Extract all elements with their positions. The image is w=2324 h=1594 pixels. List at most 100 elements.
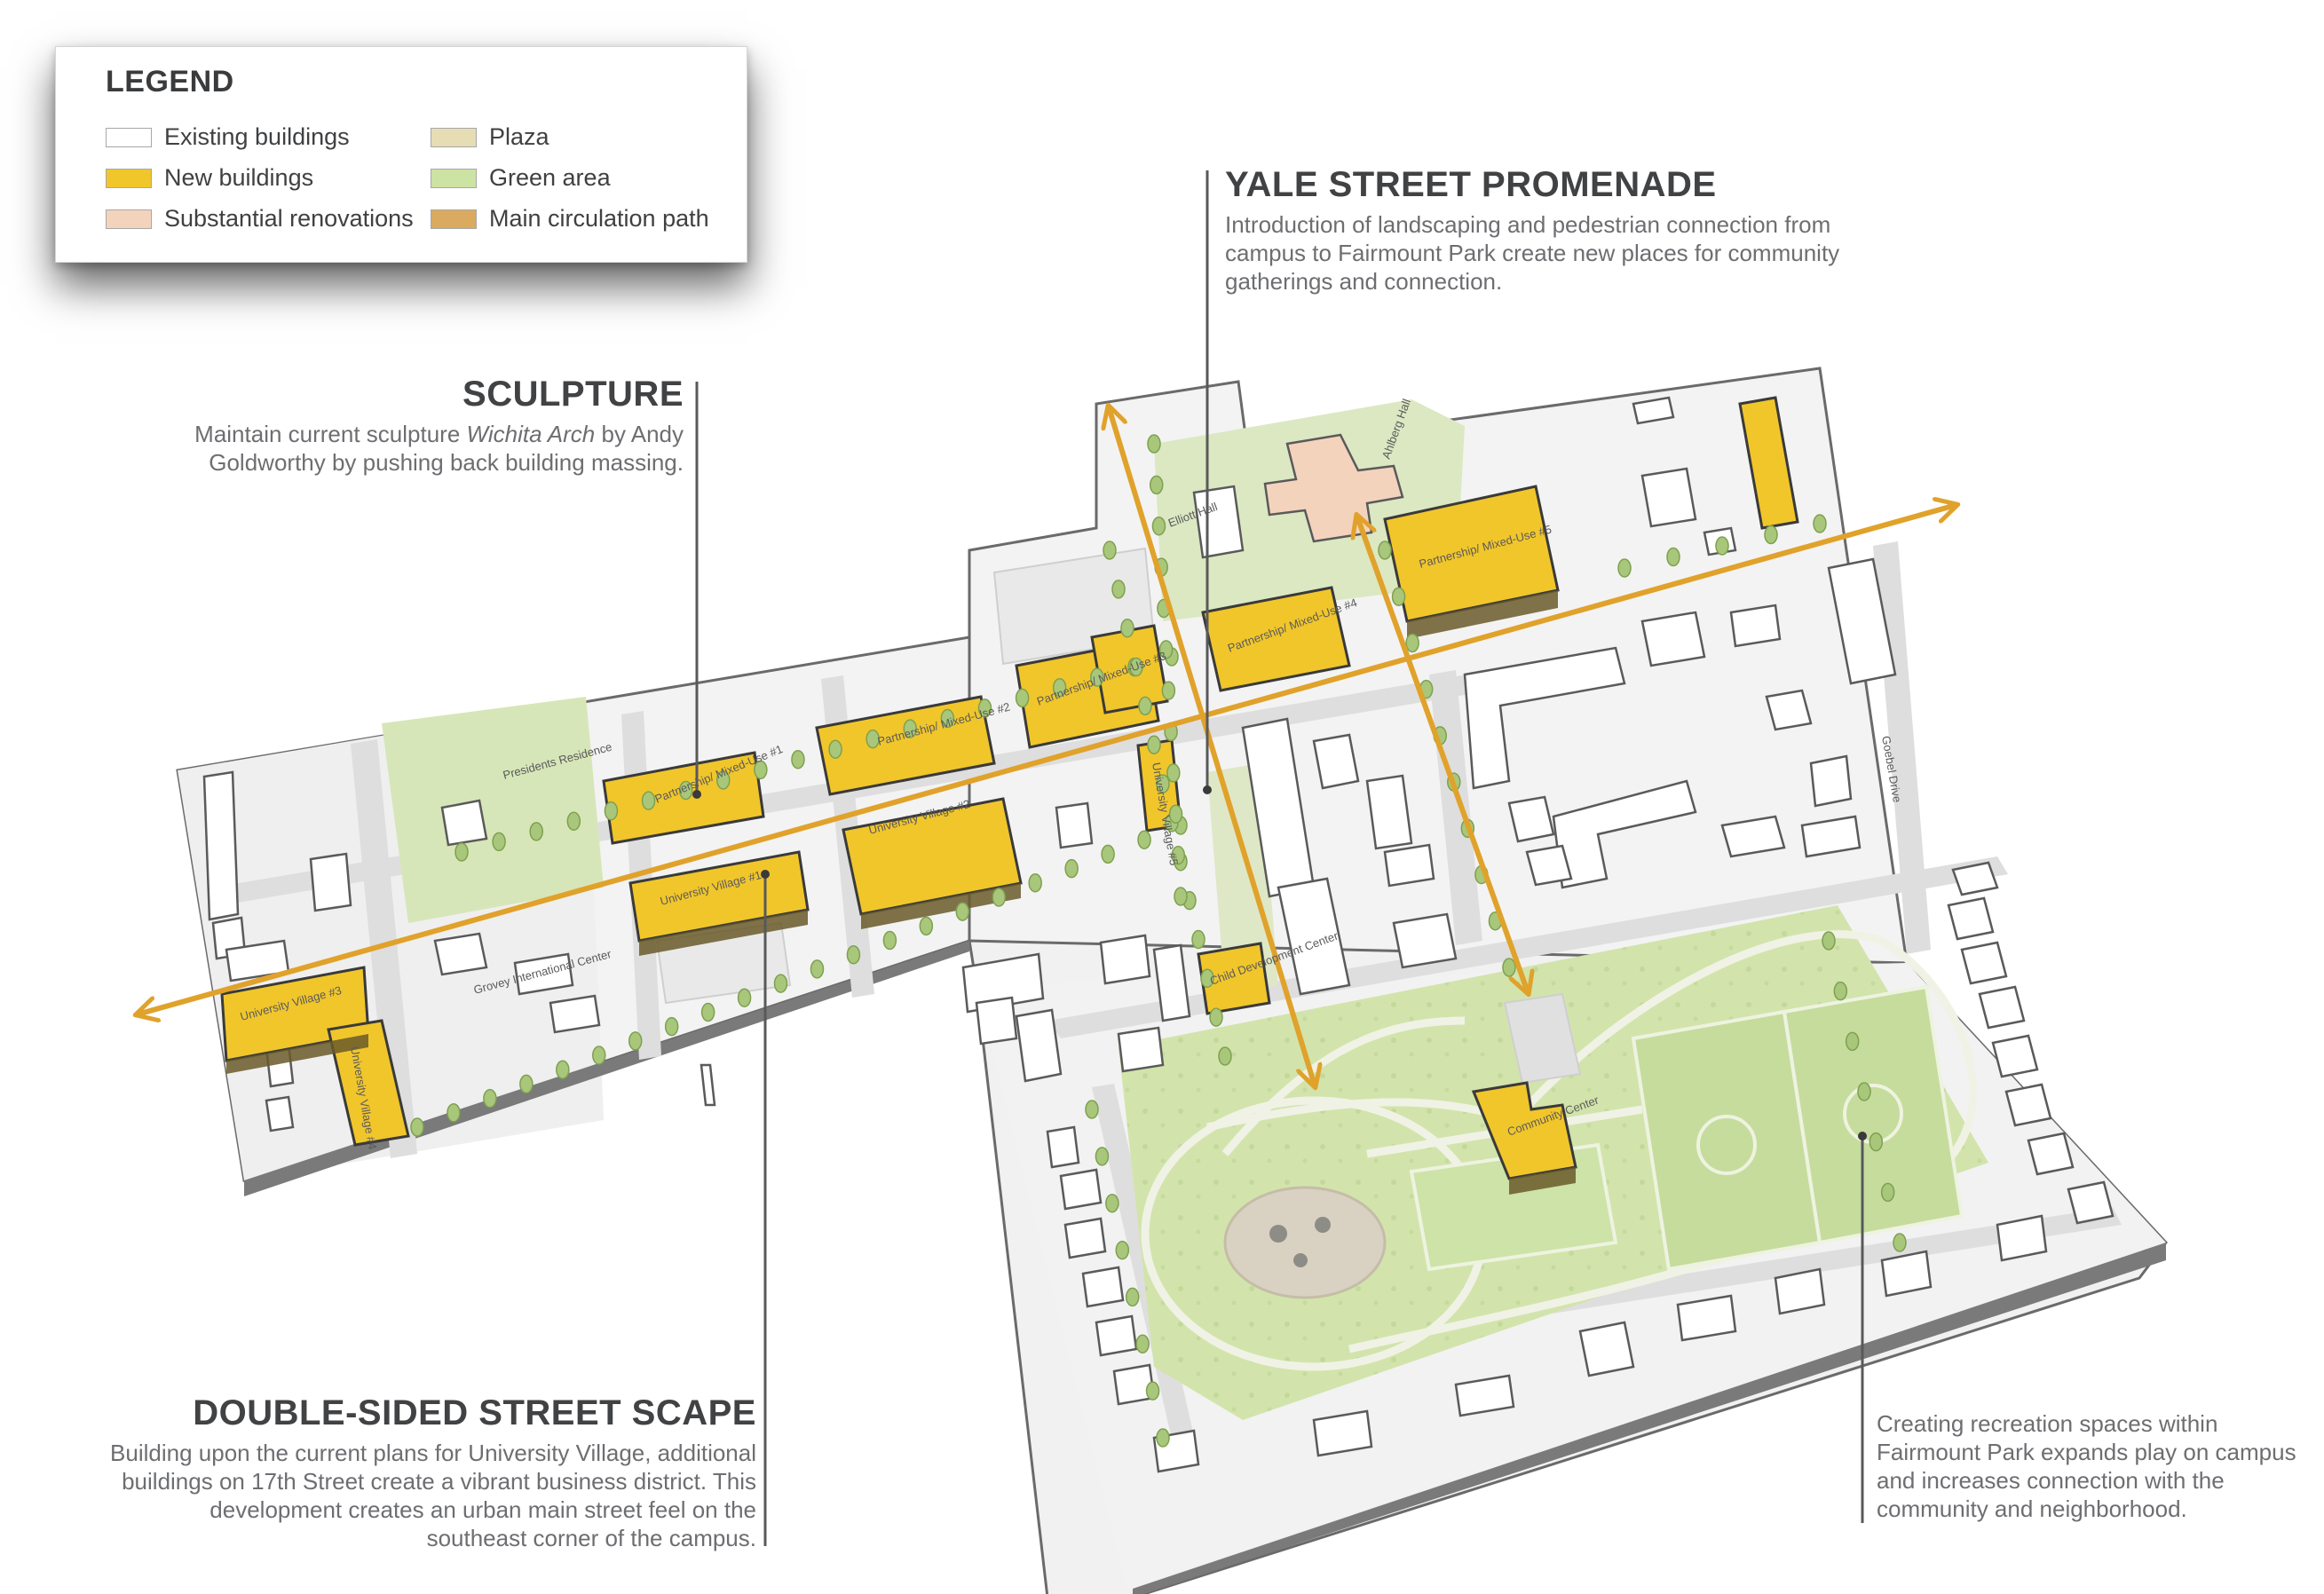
tree: [791, 750, 805, 769]
tree: [1869, 1132, 1884, 1152]
tree: [604, 801, 619, 821]
tree: [955, 902, 970, 921]
tree: [1833, 981, 1848, 1001]
playground: [1223, 1186, 1387, 1299]
callout-title: YALE STREET PROMENADE: [1225, 165, 1717, 204]
tree: [1764, 525, 1778, 545]
tree: [992, 888, 1006, 907]
tree: [1174, 887, 1188, 906]
tree: [882, 930, 897, 951]
legend-swatch: [106, 168, 152, 188]
tree: [529, 822, 543, 841]
callout-body-text: by Andy Goldworthy by pushing back build…: [209, 421, 684, 476]
legend-label: Green area: [489, 164, 611, 191]
tree: [773, 974, 788, 993]
legend-item-green-area: Green area: [431, 164, 611, 192]
legend-swatch: [431, 209, 477, 229]
tree: [1715, 536, 1729, 556]
legend-label: Main circulation path: [489, 205, 709, 232]
tree: [1149, 475, 1164, 495]
legend-swatch: [106, 209, 152, 229]
east-west-circulation-path: [140, 506, 1953, 1014]
tree: [1101, 844, 1115, 864]
legend-label: New buildings: [164, 164, 314, 191]
tree: [1147, 735, 1161, 754]
tree: [1191, 929, 1205, 950]
legend-swatch: [431, 168, 477, 188]
yale-promenade-path: [1110, 410, 1314, 1083]
tree: [483, 1088, 497, 1109]
legend-item-existing-buildings: Existing buildings: [106, 123, 350, 151]
legend-item-circulation-path: Main circulation path: [431, 205, 709, 233]
tree: [1378, 541, 1392, 560]
tree: [1028, 873, 1042, 893]
tree: [1135, 1334, 1150, 1354]
tree: [1115, 1240, 1130, 1260]
tree: [628, 1031, 643, 1051]
legend-label: Substantial renovations: [164, 205, 414, 232]
tree: [566, 811, 581, 832]
tree: [1218, 1046, 1232, 1066]
tree: [1666, 547, 1680, 567]
tree: [1209, 1007, 1223, 1027]
callout-yale-street-promenade: YALE STREET PROMENADE Introduction of la…: [1225, 165, 1900, 296]
tree: [447, 1103, 461, 1123]
tree: [492, 832, 506, 852]
legend-title: LEGEND: [106, 65, 234, 99]
tree: [664, 1016, 679, 1037]
sculpture-name: Wichita Arch: [466, 421, 596, 447]
tree: [1111, 580, 1126, 599]
tree: [1813, 514, 1827, 533]
callout-leaders: [695, 170, 1864, 1546]
tree: [700, 1002, 715, 1022]
tree: [1893, 1233, 1907, 1252]
tree: [1845, 1031, 1860, 1052]
tree: [1405, 633, 1419, 653]
tree: [1015, 688, 1030, 708]
callout-title: DOUBLE-SIDED STREET SCAPE: [193, 1393, 756, 1432]
tree: [737, 988, 752, 1008]
legend-label: Existing buildings: [164, 123, 350, 150]
tree: [846, 944, 861, 965]
tree: [410, 1117, 424, 1137]
leader-dots: [692, 785, 1867, 1140]
tree: [1822, 931, 1836, 951]
legend-item-new-buildings: New buildings: [106, 164, 313, 192]
tree: [1137, 830, 1151, 849]
tree: [919, 916, 934, 936]
callout-sculpture: SCULPTURE Maintain current sculpture Wic…: [151, 375, 684, 477]
north-south-path-east: [1358, 519, 1527, 990]
tree: [1125, 1287, 1140, 1307]
tree: [1147, 434, 1161, 454]
tree: [1145, 1381, 1160, 1401]
tree: [1617, 558, 1632, 578]
callout-title: SCULPTURE: [462, 375, 684, 414]
tree: [455, 842, 469, 862]
callout-recreation: Creating recreation spaces within Fairmo…: [1877, 1410, 2296, 1522]
callout-body: Maintain current sculpture Wichita Arch …: [151, 420, 684, 477]
tree: [1156, 1428, 1170, 1448]
tree: [1064, 858, 1079, 879]
tree: [1502, 958, 1516, 977]
legend: LEGEND Existing buildings New buildings …: [55, 46, 747, 263]
legend-item-plaza: Plaza: [431, 123, 549, 151]
tree: [1391, 587, 1406, 606]
tree: [1103, 541, 1117, 560]
tree: [519, 1074, 534, 1094]
tree: [1120, 618, 1134, 638]
tree: [556, 1060, 570, 1079]
callout-body: Introduction of landscaping and pedestri…: [1225, 211, 1840, 295]
tree: [1857, 1082, 1871, 1101]
tree: [1151, 516, 1166, 536]
tree: [1085, 1100, 1099, 1119]
tree: [810, 959, 825, 979]
legend-item-renovations: Substantial renovations: [106, 205, 414, 233]
callout-double-sided-street-scape: DOUBLE-SIDED STREET SCAPE Building upon …: [107, 1393, 756, 1552]
tree: [1161, 681, 1176, 700]
legend-label: Plaza: [489, 123, 549, 150]
tree: [828, 739, 842, 759]
tree: [1880, 1182, 1895, 1203]
tree: [1105, 1193, 1119, 1213]
legend-swatch: [106, 127, 152, 147]
